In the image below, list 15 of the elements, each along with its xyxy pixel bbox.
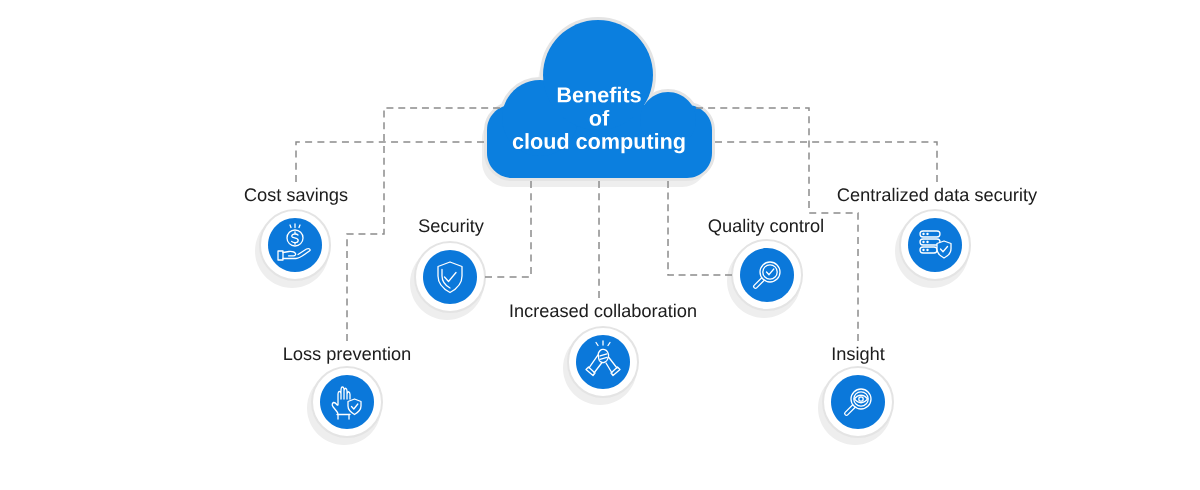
connector-line — [598, 180, 600, 299]
node-label: Benefits — [557, 86, 641, 103]
benefit-label: Insight — [832, 346, 885, 364]
benefit-label: Security — [418, 218, 484, 236]
benefit-label: Loss prevention — [284, 346, 411, 364]
benefit-label: Increased collaboration — [510, 303, 696, 318]
connector-line — [695, 107, 859, 342]
connector-line — [346, 107, 501, 342]
connector-line — [295, 141, 485, 183]
connector-line — [667, 180, 733, 276]
benefit-label: Cost savings — [244, 187, 348, 205]
connector-line — [714, 141, 938, 183]
benefit-label: Quality control — [708, 218, 823, 236]
cloud-box: Benefits of cloud computing — [482, 17, 715, 187]
benefit-label: Centralized data security — [837, 187, 1038, 205]
